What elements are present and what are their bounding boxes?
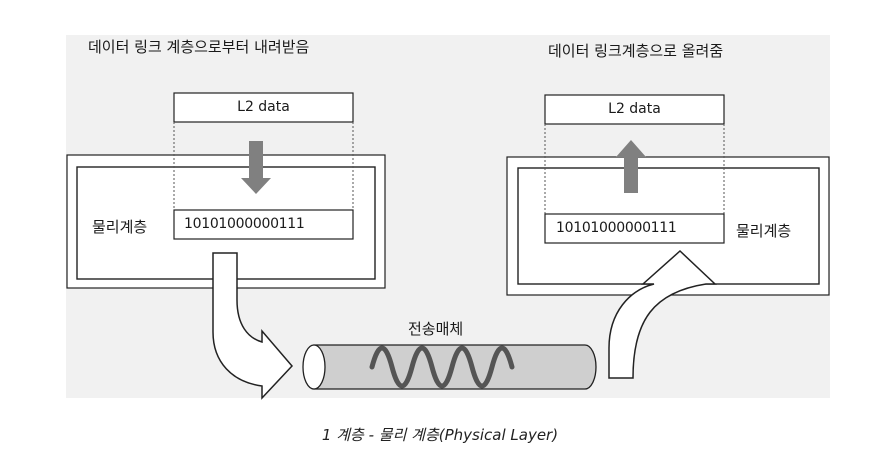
right-heading: 데이터 링크계층으로 올려줌 <box>548 40 723 61</box>
left-heading: 데이터 링크 계층으로부터 내려받음 <box>88 36 309 57</box>
right-bits-value: 10101000000111 <box>556 220 677 236</box>
medium-cylinder-end <box>303 345 325 389</box>
left-l2-data-label: L2 data <box>174 99 353 115</box>
figure-caption: 1 계층 - 물리 계층(Physical Layer) <box>0 424 880 445</box>
left-physical-layer-label: 물리계층 <box>92 216 147 237</box>
right-physical-layer-label: 물리계층 <box>736 220 791 241</box>
medium-label: 전송매체 <box>408 318 463 339</box>
right-l2-data-label: L2 data <box>545 101 724 117</box>
left-bits-value: 10101000000111 <box>184 216 305 232</box>
